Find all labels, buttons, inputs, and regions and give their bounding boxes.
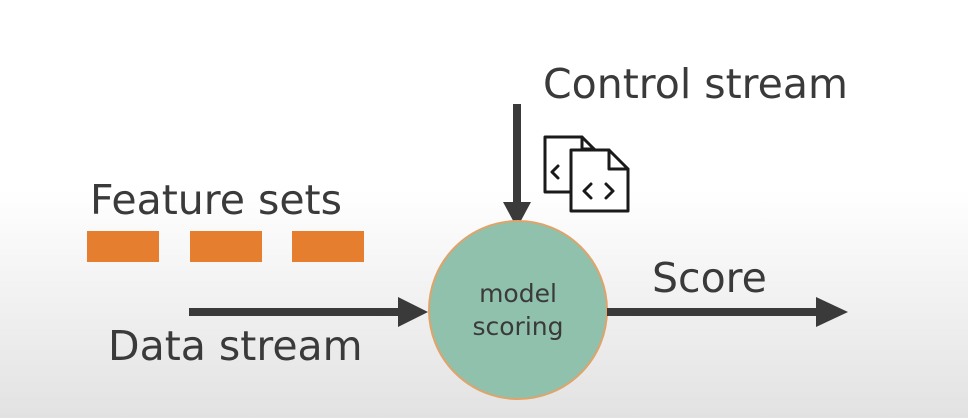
feature-set-block	[87, 231, 159, 262]
data-stream-label: Data stream	[108, 322, 363, 370]
control-stream-label: Control stream	[543, 60, 848, 108]
feature-sets-label: Feature sets	[90, 176, 342, 224]
score-arrow	[607, 297, 848, 327]
control-stream-arrow	[503, 104, 531, 228]
data-stream-arrow	[189, 297, 428, 327]
feature-set-block	[190, 231, 262, 262]
model-scoring-label-line1: model	[479, 279, 557, 308]
model-scoring-node: model scoring	[428, 220, 608, 400]
model-scoring-label-line2: scoring	[472, 312, 563, 341]
feature-set-blocks	[87, 231, 364, 262]
feature-set-block	[292, 231, 364, 262]
score-label: Score	[652, 254, 767, 302]
code-document-stack-icon	[543, 135, 630, 213]
